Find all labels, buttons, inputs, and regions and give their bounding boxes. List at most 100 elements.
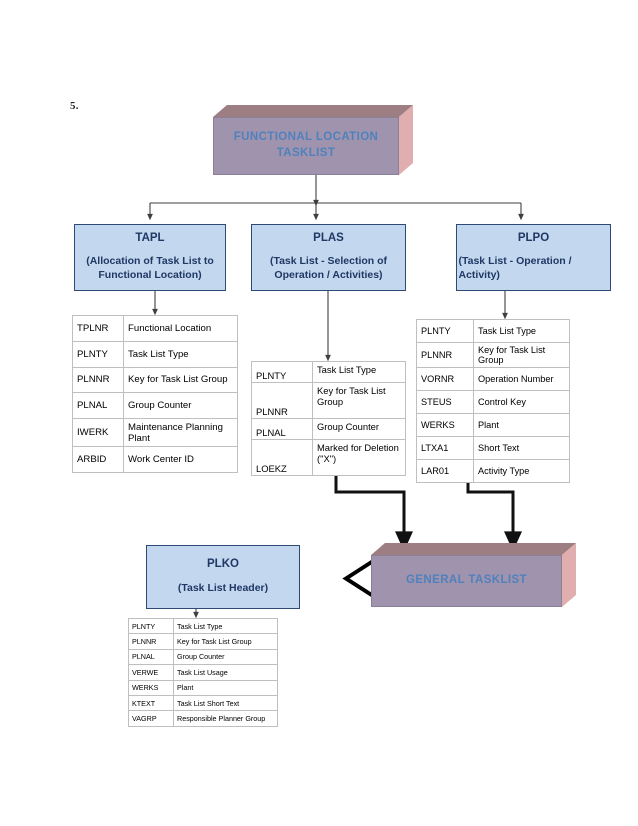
- field-value: Functional Location: [123, 315, 238, 342]
- field-value: Key for Task List Group: [173, 633, 278, 650]
- field-key: PLNAL: [72, 392, 124, 420]
- entity-code-plas: PLAS: [313, 232, 344, 245]
- field-key: ARBID: [72, 445, 124, 473]
- field-value: Key for Task List Group: [123, 366, 238, 394]
- field-value: Marked for Deletion ("X"): [312, 439, 406, 476]
- field-key: LTXA1: [416, 436, 474, 460]
- entity-code-plko: PLKO: [207, 557, 239, 570]
- root-label-line2: TASKLIST: [276, 147, 336, 159]
- field-key: WERKS: [416, 413, 474, 437]
- entity-box-plas[interactable]: PLAS (Task List - Selection of Operation…: [251, 224, 406, 291]
- field-key: PLNTY: [128, 617, 174, 635]
- field-value: Task List Type: [473, 319, 570, 343]
- field-value: Short Text: [473, 436, 570, 460]
- field-key: VORNR: [416, 367, 474, 391]
- field-value: Group Counter: [173, 648, 278, 666]
- cube-top-face: [213, 105, 413, 117]
- field-key: IWERK: [72, 418, 124, 447]
- field-key: PLNNR: [416, 342, 474, 368]
- cube-front-face: FUNCTIONAL LOCATION TASKLIST: [213, 117, 399, 175]
- field-key: PLNNR: [72, 366, 124, 394]
- field-key: LAR01: [416, 459, 474, 483]
- field-value: Group Counter: [123, 392, 238, 420]
- field-key: PLNAL: [251, 418, 313, 440]
- field-key: PLNTY: [72, 340, 124, 368]
- field-key: PLNAL: [128, 648, 174, 666]
- cube-side-face: [399, 105, 413, 175]
- cube-side-face: [562, 543, 576, 607]
- field-value: Plant: [473, 413, 570, 437]
- field-key: PLNNR: [128, 633, 174, 650]
- field-value: Task List Type: [312, 361, 406, 383]
- field-value: Task List Type: [173, 617, 278, 635]
- field-value: Key for Task List Group: [473, 342, 570, 368]
- field-key: WERKS: [128, 679, 174, 696]
- field-key: VERWE: [128, 664, 174, 681]
- entity-box-tapl[interactable]: TAPL (Allocation of Task List to Functio…: [74, 224, 226, 291]
- field-value: Activity Type: [473, 459, 570, 483]
- entity-box-plpo[interactable]: PLPO (Task List - Operation / Activity): [456, 224, 611, 291]
- entity-box-plko[interactable]: PLKO (Task List Header): [146, 545, 300, 609]
- entity-code-plpo: PLPO: [517, 232, 550, 245]
- general-tasklist-label: GENERAL TASKLIST: [406, 574, 527, 587]
- functional-location-tasklist-node[interactable]: FUNCTIONAL LOCATION TASKLIST: [213, 105, 425, 175]
- field-value: Plant: [173, 679, 278, 696]
- field-value: Key for Task List Group: [312, 382, 406, 419]
- field-key: PLNTY: [416, 319, 474, 343]
- entity-desc-plko: (Task List Header): [177, 582, 269, 595]
- field-value: Task List Short Text: [173, 694, 278, 712]
- cube-top-face: [371, 543, 576, 555]
- field-value: Control Key: [473, 390, 570, 414]
- connector-root-to-children: [147, 172, 524, 221]
- field-key: PLNTY: [251, 361, 313, 383]
- general-tasklist-node[interactable]: GENERAL TASKLIST: [371, 543, 576, 607]
- root-label-line1: FUNCTIONAL LOCATION: [233, 131, 379, 144]
- field-key: PLNNR: [251, 382, 313, 419]
- field-value: Task List Type: [123, 340, 238, 368]
- field-value: Group Counter: [312, 418, 406, 440]
- field-key: STEUS: [416, 390, 474, 414]
- field-key: VAGRP: [128, 710, 174, 727]
- entity-desc-tapl: (Allocation of Task List to Functional L…: [86, 255, 214, 281]
- field-value: Operation Number: [473, 367, 570, 391]
- step-number: 5.: [70, 100, 79, 112]
- field-key: LOEKZ: [251, 439, 313, 476]
- field-value: Task List Usage: [173, 664, 278, 681]
- field-value: Responsible Planner Group: [173, 710, 278, 727]
- entity-code-tapl: TAPL: [135, 232, 165, 245]
- field-key: KTEXT: [128, 694, 174, 712]
- cube-front-face: GENERAL TASKLIST: [371, 555, 562, 607]
